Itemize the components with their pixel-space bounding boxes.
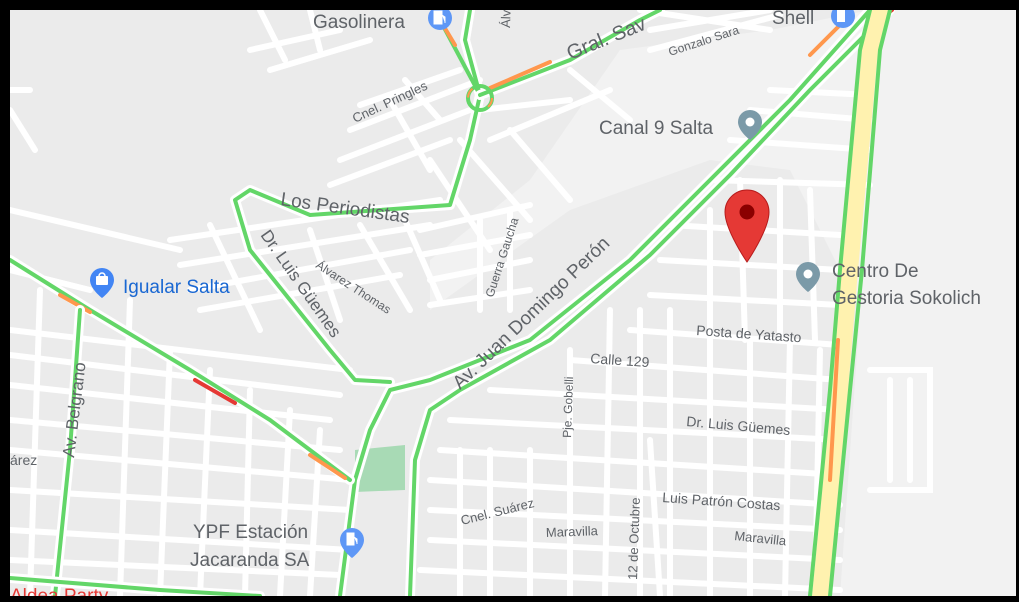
- street-label-maravilla-2: Maravilla: [734, 528, 788, 548]
- poi-gasolinera-label: Gasolinera: [313, 12, 405, 33]
- shopping-bag-icon: [90, 268, 114, 298]
- street-label-calle-129: Calle 129: [590, 350, 650, 370]
- poi-centro-label-1: Centro De: [832, 261, 919, 282]
- poi-centro-gestoria[interactable]: Centro De Gestoria Sokolich: [796, 261, 981, 309]
- poi-canal9-label: Canal 9 Salta: [599, 118, 714, 139]
- street-label-12-octubre: 12 de Octubre: [625, 497, 643, 580]
- street-label-pje-gobelli: Pje. Gobelli: [560, 376, 576, 438]
- place-pin-icon: [738, 110, 762, 140]
- park-area: [355, 445, 405, 492]
- location-pin-icon[interactable]: [724, 189, 770, 263]
- poi-igualar-label: Igualar Salta: [123, 277, 230, 298]
- gas-station-icon: [428, 10, 452, 30]
- place-pin-icon: [796, 262, 820, 292]
- roundabout: [466, 84, 494, 112]
- poi-ypf-label-1: YPF Estación: [193, 522, 308, 543]
- poi-shell[interactable]: Shell: [772, 10, 855, 29]
- gas-station-icon: [831, 10, 855, 28]
- poi-gasolinera[interactable]: Gasolinera: [313, 10, 452, 33]
- map-view[interactable]: Gral. Sav Gonzalo Sara Cnel. Pringles Lo…: [10, 10, 1016, 596]
- street-label-maravilla-1: Maravilla: [546, 523, 599, 540]
- poi-ypf-label-2: Jacaranda SA: [190, 550, 310, 571]
- street-label-alv-top: Álv: [498, 10, 514, 28]
- traffic-roads: [10, 10, 895, 596]
- poi-igualar-salta[interactable]: Igualar Salta: [90, 268, 230, 298]
- map-canvas[interactable]: Gral. Sav Gonzalo Sara Cnel. Pringles Lo…: [10, 10, 1016, 596]
- gas-station-icon: [340, 528, 364, 558]
- street-label-posta-yatasto: Posta de Yatasto: [696, 322, 802, 345]
- poi-centro-label-2: Gestoria Sokolich: [832, 288, 981, 309]
- street-label-alvarez-left: árez: [10, 452, 37, 468]
- poi-aldea-party-label[interactable]: Aldea Party: [10, 586, 109, 596]
- poi-shell-label: Shell: [772, 10, 814, 29]
- poi-canal9[interactable]: Canal 9 Salta: [599, 110, 762, 140]
- poi-ypf-jacaranda[interactable]: YPF Estación Jacaranda SA: [190, 522, 364, 571]
